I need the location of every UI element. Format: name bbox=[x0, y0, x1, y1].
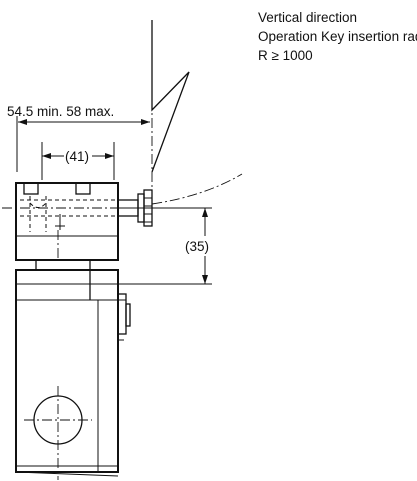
switch-body bbox=[15, 269, 119, 477]
head-width-dimension: (41) bbox=[41, 142, 115, 180]
note-line-radius-value: R ≥ 1000 bbox=[258, 48, 313, 63]
insertion-radius-note: Vertical direction Operation Key inserti… bbox=[258, 10, 417, 63]
operation-key-knob bbox=[117, 189, 153, 227]
overall-length-label: 54.5 min. 58 max. bbox=[7, 104, 114, 119]
key-offset-label: (35) bbox=[185, 239, 209, 254]
insertion-radius-arc bbox=[151, 173, 243, 205]
lock-protrusion bbox=[117, 293, 131, 341]
head-width-label: (41) bbox=[65, 149, 89, 164]
break-line bbox=[151, 20, 190, 173]
overall-length-dimension: 54.5 min. 58 max. bbox=[7, 104, 150, 172]
key-offset-dimension: (35) bbox=[118, 207, 220, 285]
conduit-opening bbox=[24, 386, 92, 480]
switch-head bbox=[15, 182, 119, 261]
switch-neck bbox=[35, 260, 91, 271]
note-line-vertical-direction: Vertical direction bbox=[258, 10, 357, 25]
note-line-insertion-radius: Operation Key insertion radius bbox=[258, 29, 417, 44]
